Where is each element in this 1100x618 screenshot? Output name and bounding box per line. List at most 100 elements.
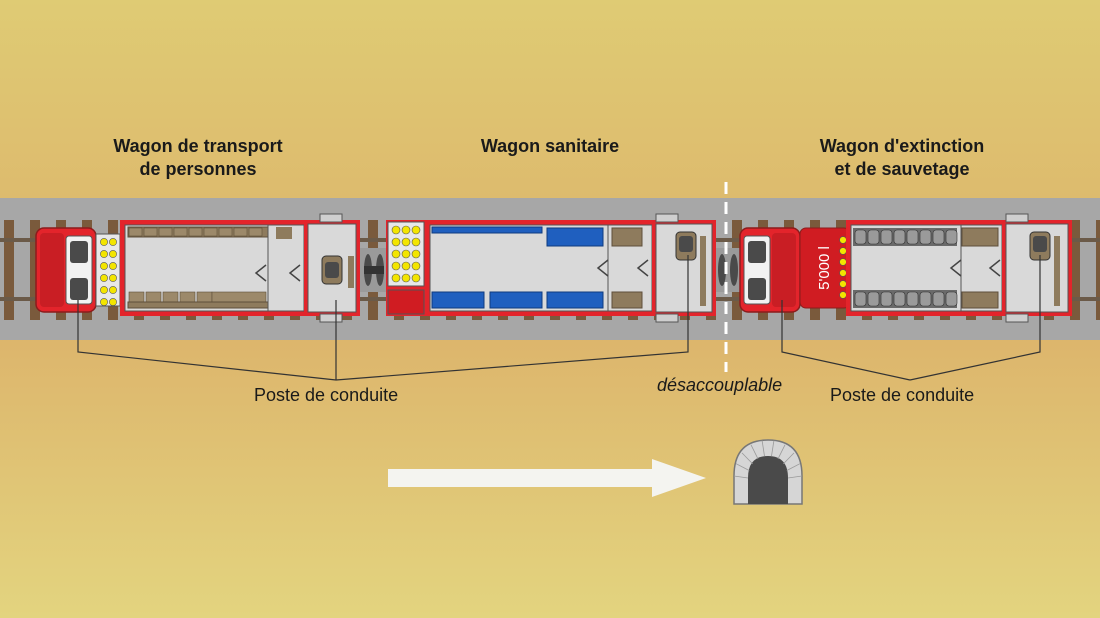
seat (128, 227, 143, 237)
light-dot (100, 286, 108, 294)
seat-row-bottom (127, 291, 269, 309)
driver-cab-rear-wagon2 (652, 213, 716, 323)
title-sanitary-wagon: Wagon sanitaire (480, 136, 620, 156)
track-sleeper (1096, 220, 1100, 320)
light-dot (839, 258, 847, 266)
light-dot (401, 261, 411, 271)
rack-unit (880, 229, 893, 245)
title-passenger-wagon: Wagon de transport de personnes (113, 136, 283, 179)
seat (218, 227, 233, 237)
water-tank-label: 5'000 l (816, 246, 833, 290)
track-sleeper (4, 220, 14, 320)
light-dot (401, 225, 411, 235)
tunnel-stone-joint (783, 452, 795, 465)
rack-unit (906, 291, 919, 307)
light-dot (100, 250, 108, 258)
rack-unit (945, 229, 958, 245)
rack-unit (932, 229, 945, 245)
rack-unit (893, 291, 906, 307)
light-dot (391, 249, 401, 259)
rack-unit (880, 291, 893, 307)
driver-cab-rear-wagon1 (304, 213, 360, 323)
rack-unit (932, 291, 945, 307)
breathing-apparatus-racks (853, 228, 958, 308)
driver-cab-rear-wagon3 (1002, 213, 1072, 323)
light-dot (401, 249, 411, 259)
light-dot (100, 262, 108, 270)
title-firefighting-wagon: Wagon d'extinction et de sauvetage (819, 136, 985, 179)
light-dot (109, 274, 117, 282)
seat (143, 227, 158, 237)
tunnel-stone-joint (735, 463, 750, 471)
rack-unit (945, 291, 958, 307)
track-sleeper (30, 220, 40, 320)
seat (158, 227, 173, 237)
wagon-passenger-transport (35, 213, 360, 323)
tunnel-stone-joint (733, 475, 749, 479)
tunnel-stone-joint (771, 440, 775, 457)
coupler-2 (716, 248, 740, 292)
light-dot (109, 262, 117, 270)
driver-cab-front-right (739, 227, 801, 313)
seat (248, 227, 263, 237)
light-dot (109, 298, 117, 306)
wagon-firefighting-rescue: 5'000 l (739, 213, 1072, 323)
light-dot (391, 261, 401, 271)
stretchers (431, 226, 604, 309)
label-driving-post-right: Poste de conduite (830, 385, 975, 405)
tunnel-stone-joint (777, 444, 786, 460)
light-dot (401, 237, 411, 247)
seat (188, 227, 203, 237)
tunnel-stone-joint (786, 463, 801, 471)
light-dot (391, 237, 401, 247)
light-dot (109, 250, 117, 258)
light-dot (109, 286, 117, 294)
light-dot (100, 298, 108, 306)
light-dot (401, 273, 411, 283)
medical-equipment-panel (386, 220, 426, 316)
light-dot (839, 291, 847, 299)
wagon-sanitary (386, 213, 716, 323)
label-uncouplable: désaccouplable (657, 375, 783, 395)
direction-arrow-icon (388, 459, 706, 497)
callout-lines (77, 255, 1041, 381)
light-dot (839, 247, 847, 255)
rack-unit (919, 291, 932, 307)
light-dot (411, 249, 421, 259)
light-dot (839, 280, 847, 288)
rack-unit (854, 291, 867, 307)
tunnel-stone-joint (787, 475, 803, 479)
rack-unit (867, 229, 880, 245)
driver-cab-front-left (35, 227, 97, 313)
track-sleeper (1070, 220, 1080, 320)
seat (203, 227, 218, 237)
light-dot (411, 237, 421, 247)
seat-row-top (127, 226, 269, 238)
light-dot (411, 273, 421, 283)
rack-unit (854, 229, 867, 245)
seat (233, 227, 248, 237)
tunnel-stone-joint (750, 444, 759, 460)
light-dot (411, 225, 421, 235)
tunnel-portal-icon (733, 439, 803, 505)
coupler-1 (360, 248, 388, 292)
light-dot (391, 273, 401, 283)
light-dot (109, 238, 117, 246)
light-dot (411, 261, 421, 271)
rack-unit (906, 229, 919, 245)
tunnel-stone-joint (741, 452, 753, 465)
rack-unit (867, 291, 880, 307)
tunnel-stone-joint (761, 440, 765, 457)
emergency-lights-panel (95, 233, 121, 307)
rack-unit (919, 229, 932, 245)
light-dot (100, 238, 108, 246)
light-dot (839, 269, 847, 277)
seat (173, 227, 188, 237)
water-tank: 5'000 l (799, 227, 851, 309)
light-dot (839, 236, 847, 244)
light-dot (391, 225, 401, 235)
rack-unit (893, 229, 906, 245)
light-dot (100, 274, 108, 282)
label-driving-post-left: Poste de conduite (254, 385, 399, 405)
